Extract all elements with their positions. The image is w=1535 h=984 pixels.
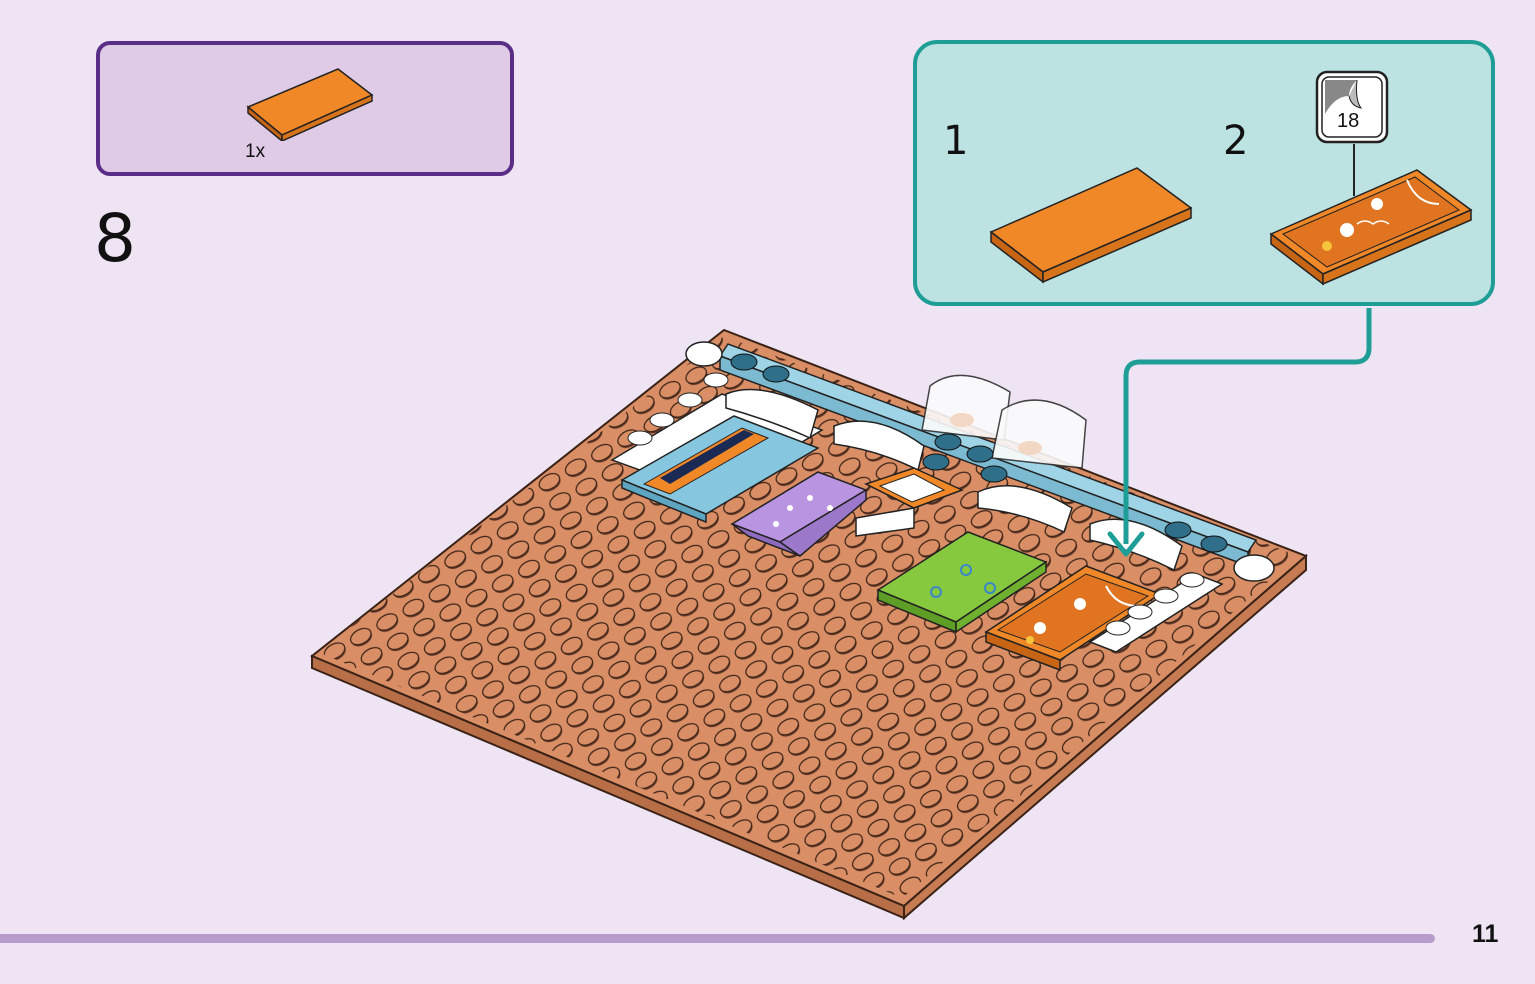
sticker-icon [1315, 70, 1389, 144]
orange-tile-icon [989, 167, 1193, 284]
bed-purple [730, 420, 925, 557]
step-number: 8 [94, 200, 136, 277]
bed-green [876, 485, 1073, 634]
bed-orange [984, 518, 1224, 672]
nightstand [855, 467, 964, 537]
part-quantity: 1x [245, 141, 266, 162]
substep-label-2: 2 [1223, 118, 1249, 164]
decorated-tile-icon [1269, 169, 1473, 286]
window-elements [921, 374, 1087, 483]
footer-progress-bar [0, 934, 1435, 943]
orange-tile-icon [246, 68, 374, 141]
sticker-leader-line [1353, 144, 1355, 196]
sticker-number: 18 [1337, 110, 1360, 132]
sticker-callout: 18 [1315, 70, 1389, 144]
parts-callout: 1x [96, 41, 514, 176]
bed-blue [610, 372, 824, 524]
substep-label-1: 1 [943, 118, 969, 164]
placement-arrow [1107, 308, 1372, 557]
page-number: 11 [1472, 920, 1499, 948]
substep-callout: 1 2 18 [913, 40, 1495, 306]
